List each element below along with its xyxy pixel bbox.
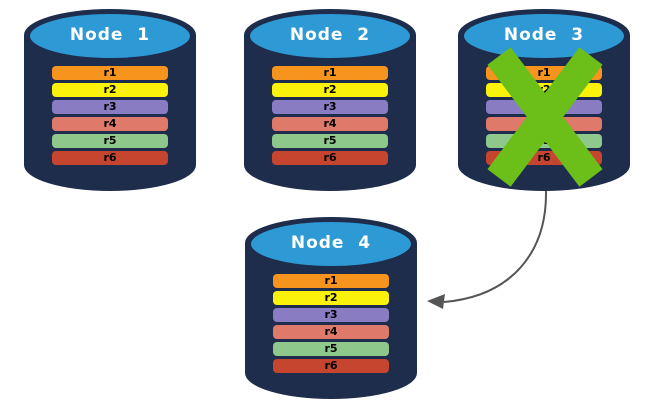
replica-list: r1 r2 r3 r4 r5 r6: [272, 66, 388, 168]
failover-arrow: [427, 190, 548, 309]
replica-bar-r1: r1: [273, 274, 389, 288]
replica-bar-r2: r2: [273, 291, 389, 305]
node-4: Node 4 r1 r2 r3 r4 r5 r6: [243, 216, 419, 400]
replica-list: r1 r2 r3 r4 r5 r6: [273, 274, 389, 376]
replica-bar-r4: r4: [486, 117, 602, 131]
node-title: Node 3: [503, 25, 585, 45]
replica-list: r1 r2 r3 r4 r5 r6: [486, 66, 602, 168]
node-title: Node 2: [289, 25, 371, 45]
node-title: Node 1: [69, 25, 151, 45]
replica-bar-r5: r5: [52, 134, 168, 148]
replica-bar-r2: r2: [52, 83, 168, 97]
arrowhead-icon: [427, 294, 445, 309]
replica-bar-r2: r2: [272, 83, 388, 97]
node-title: Node 4: [290, 233, 372, 253]
replica-bar-r4: r4: [272, 117, 388, 131]
replica-bar-r5: r5: [272, 134, 388, 148]
replica-bar-r6: r6: [486, 151, 602, 165]
replica-bar-r1: r1: [486, 66, 602, 80]
replica-bar-r4: r4: [273, 325, 389, 339]
replica-bar-r3: r3: [52, 100, 168, 114]
node-3: Node 3 r1 r2 r3 r4 r5 r6: [456, 8, 632, 192]
replica-bar-r1: r1: [272, 66, 388, 80]
node-1: Node 1 r1 r2 r3 r4 r5 r6: [22, 8, 198, 192]
replica-bar-r6: r6: [272, 151, 388, 165]
replica-list: r1 r2 r3 r4 r5 r6: [52, 66, 168, 168]
replica-bar-r6: r6: [52, 151, 168, 165]
node-2: Node 2 r1 r2 r3 r4 r5 r6: [242, 8, 418, 192]
replica-bar-r6: r6: [273, 359, 389, 373]
replica-bar-r3: r3: [486, 100, 602, 114]
replica-bar-r1: r1: [52, 66, 168, 80]
replica-bar-r3: r3: [272, 100, 388, 114]
replica-bar-r5: r5: [486, 134, 602, 148]
replica-bar-r5: r5: [273, 342, 389, 356]
replica-bar-r4: r4: [52, 117, 168, 131]
replica-bar-r3: r3: [273, 308, 389, 322]
replica-bar-r2: r2: [486, 83, 602, 97]
